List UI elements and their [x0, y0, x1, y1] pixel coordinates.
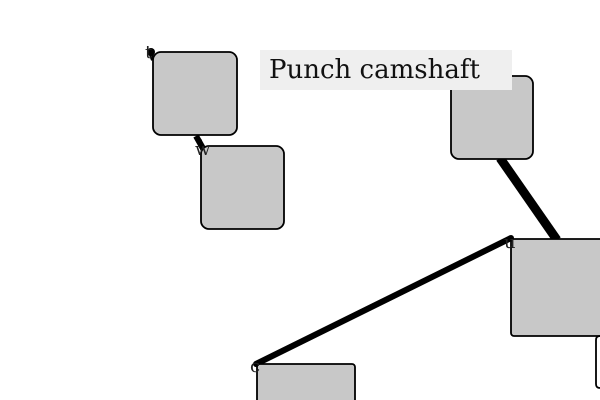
node-w — [200, 145, 285, 230]
node-edge-fragment — [595, 335, 600, 389]
label-t: t — [145, 42, 153, 63]
node-u — [510, 238, 600, 337]
port-w — [196, 138, 202, 144]
edge-c-u — [254, 235, 513, 367]
label-c: c — [250, 356, 260, 377]
label-u: u — [504, 232, 516, 253]
edge-node3-node4 — [496, 155, 561, 243]
label-w: w — [195, 139, 211, 160]
node-c — [256, 363, 356, 400]
port-c — [253, 361, 259, 367]
title-box: Punch camshaft — [260, 50, 512, 90]
diagram-title: Punch camshaft — [269, 55, 480, 85]
port-u — [508, 235, 514, 241]
node-t — [152, 51, 238, 136]
port-t — [147, 48, 155, 56]
